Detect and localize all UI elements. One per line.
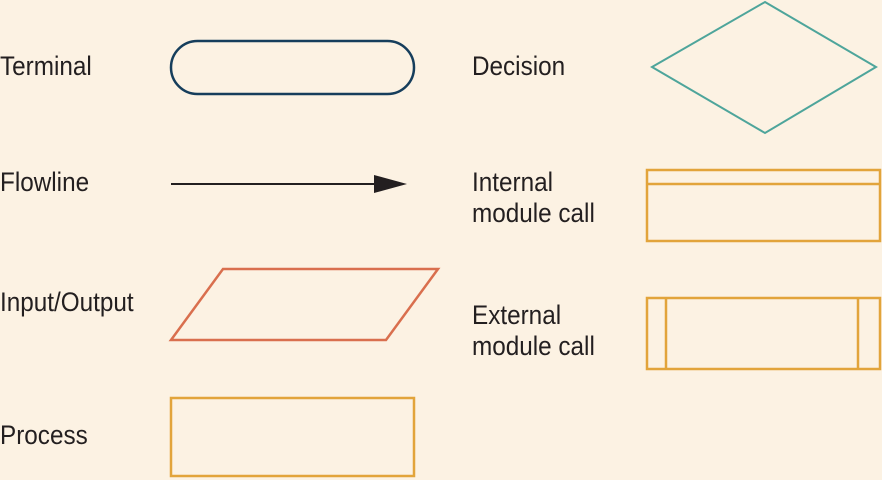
process-entry: Process xyxy=(0,396,416,478)
flowline-symbol xyxy=(171,175,407,193)
external-module-call-box xyxy=(645,296,882,371)
process-label: Process xyxy=(0,421,88,450)
decision-symbol xyxy=(650,0,878,135)
external-module-call-entry: External module call xyxy=(472,296,882,371)
external-module-call-label-line-2: module call xyxy=(472,332,595,361)
input-output-symbol xyxy=(168,267,441,342)
decision-label: Decision xyxy=(472,52,565,81)
flowline-label: Flowline xyxy=(0,168,89,197)
internal-module-call-label-line-1: Internal xyxy=(472,168,553,197)
flowline-entry: Flowline xyxy=(0,168,407,197)
input-output-label: Input/Output xyxy=(0,288,134,317)
flowline-arrowhead xyxy=(374,175,407,193)
external-module-call-label-line-1: External xyxy=(472,301,561,330)
decision-entry: Decision xyxy=(472,0,878,135)
terminal-label: Terminal xyxy=(0,52,92,81)
input-output-entry: Input/Output xyxy=(0,267,441,342)
internal-module-call-entry: Internal module call xyxy=(472,168,882,243)
internal-module-call-label-line-2: module call xyxy=(472,199,595,228)
process-symbol xyxy=(169,396,416,478)
terminal-entry: Terminal xyxy=(0,39,416,96)
internal-module-call-box xyxy=(645,168,882,243)
internal-module-call-symbol xyxy=(645,168,882,243)
terminal-symbol xyxy=(169,39,416,96)
external-module-call-symbol xyxy=(645,296,882,371)
